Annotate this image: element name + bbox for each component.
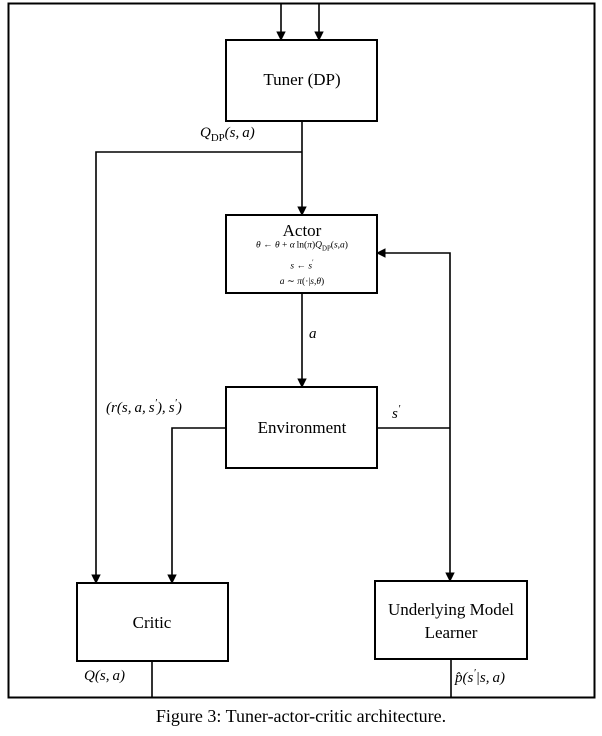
node-actor-label: Actor [282, 221, 322, 241]
node-underlying-model-learner-box[interactable] [374, 580, 528, 660]
node-underlying-model-learner-label-line2: Learner [424, 623, 478, 643]
node-actor-update-state: s ← s′ [290, 259, 314, 272]
edge-label-reward-tuple: (r(s, a, s′), s′) [106, 397, 182, 416]
node-actor-update-action: a ∼ π(·|s,θ) [279, 277, 325, 288]
node-tuner-label: Tuner (DP) [263, 70, 341, 90]
node-actor-update-theta: θ ← θ + α ln(π)QDP(s,a) [256, 240, 348, 253]
edge-label-q-dp: QDP(s, a) [200, 125, 255, 144]
node-critic-label: Critic [132, 613, 172, 633]
edge-environment-to-critic [167, 427, 226, 584]
node-environment-label: Environment [257, 418, 347, 438]
node-underlying-model-learner-label-line1: Underlying Model [387, 600, 515, 620]
edge-label-action: a [309, 326, 317, 342]
edge-qdp-branch-to-critic [91, 151, 302, 584]
edge-label-next-state: s′ [392, 403, 401, 422]
edge-label-q-value: Q(s, a) [84, 668, 125, 684]
figure-caption: Figure 3: Tuner-actor-critic architectur… [155, 706, 447, 726]
edge-label-model-estimate: p̂(s′|s, a) [455, 667, 505, 686]
edge-next-state-to-actor [376, 248, 451, 428]
node-tuner-box[interactable] [225, 39, 378, 122]
